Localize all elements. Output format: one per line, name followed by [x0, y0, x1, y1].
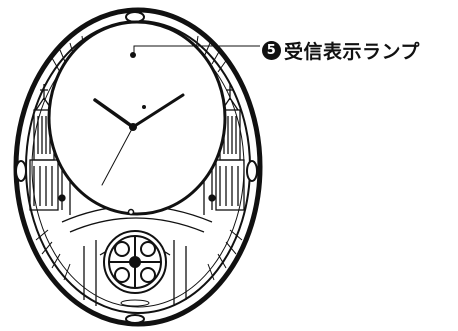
pendulum-ornament [103, 230, 167, 294]
minute-hand [131, 93, 185, 129]
callout-label: 受信表示ランプ [284, 41, 420, 63]
clock-hands [93, 93, 185, 186]
circled-number-icon: 5 [262, 41, 281, 60]
frame-right-ornament [246, 160, 258, 182]
hour-hand [93, 98, 135, 129]
clock-dial [47, 20, 227, 216]
second-hand [101, 126, 134, 186]
frame-bottom-ornament [125, 314, 145, 324]
frame-left-ornament [15, 160, 27, 182]
frame-top-ornament [125, 11, 145, 23]
frame-decoration [35, 35, 243, 281]
reception-indicator-lamp [130, 52, 136, 58]
nameplate [120, 299, 150, 307]
callout-leader-line [133, 45, 260, 54]
reception-lamp-callout: 5 受信表示ランプ [262, 37, 420, 64]
dial-bottom-hole [127, 208, 135, 216]
